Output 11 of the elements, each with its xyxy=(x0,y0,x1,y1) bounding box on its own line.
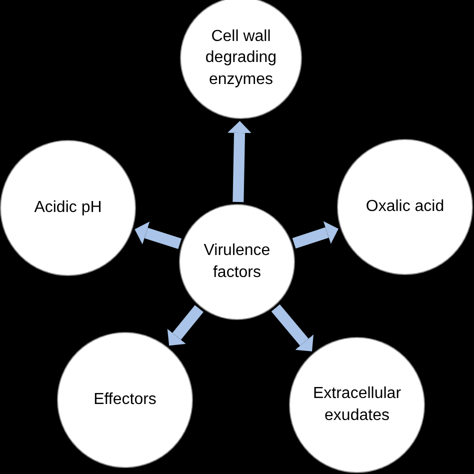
node-label: Virulence factors xyxy=(202,241,272,283)
node-label: Acidic pH xyxy=(33,198,103,218)
node-label: Cell wall degrading enzymes xyxy=(204,26,278,90)
block-arrow xyxy=(271,304,314,352)
node-label: Effectors xyxy=(92,390,158,410)
block-arrow xyxy=(292,221,338,249)
block-arrow xyxy=(134,222,182,249)
node-label: Extracellular exudates xyxy=(312,384,402,426)
node-label: Oxalic acid xyxy=(364,197,446,218)
block-arrow xyxy=(228,121,252,202)
block-arrow xyxy=(167,305,204,346)
